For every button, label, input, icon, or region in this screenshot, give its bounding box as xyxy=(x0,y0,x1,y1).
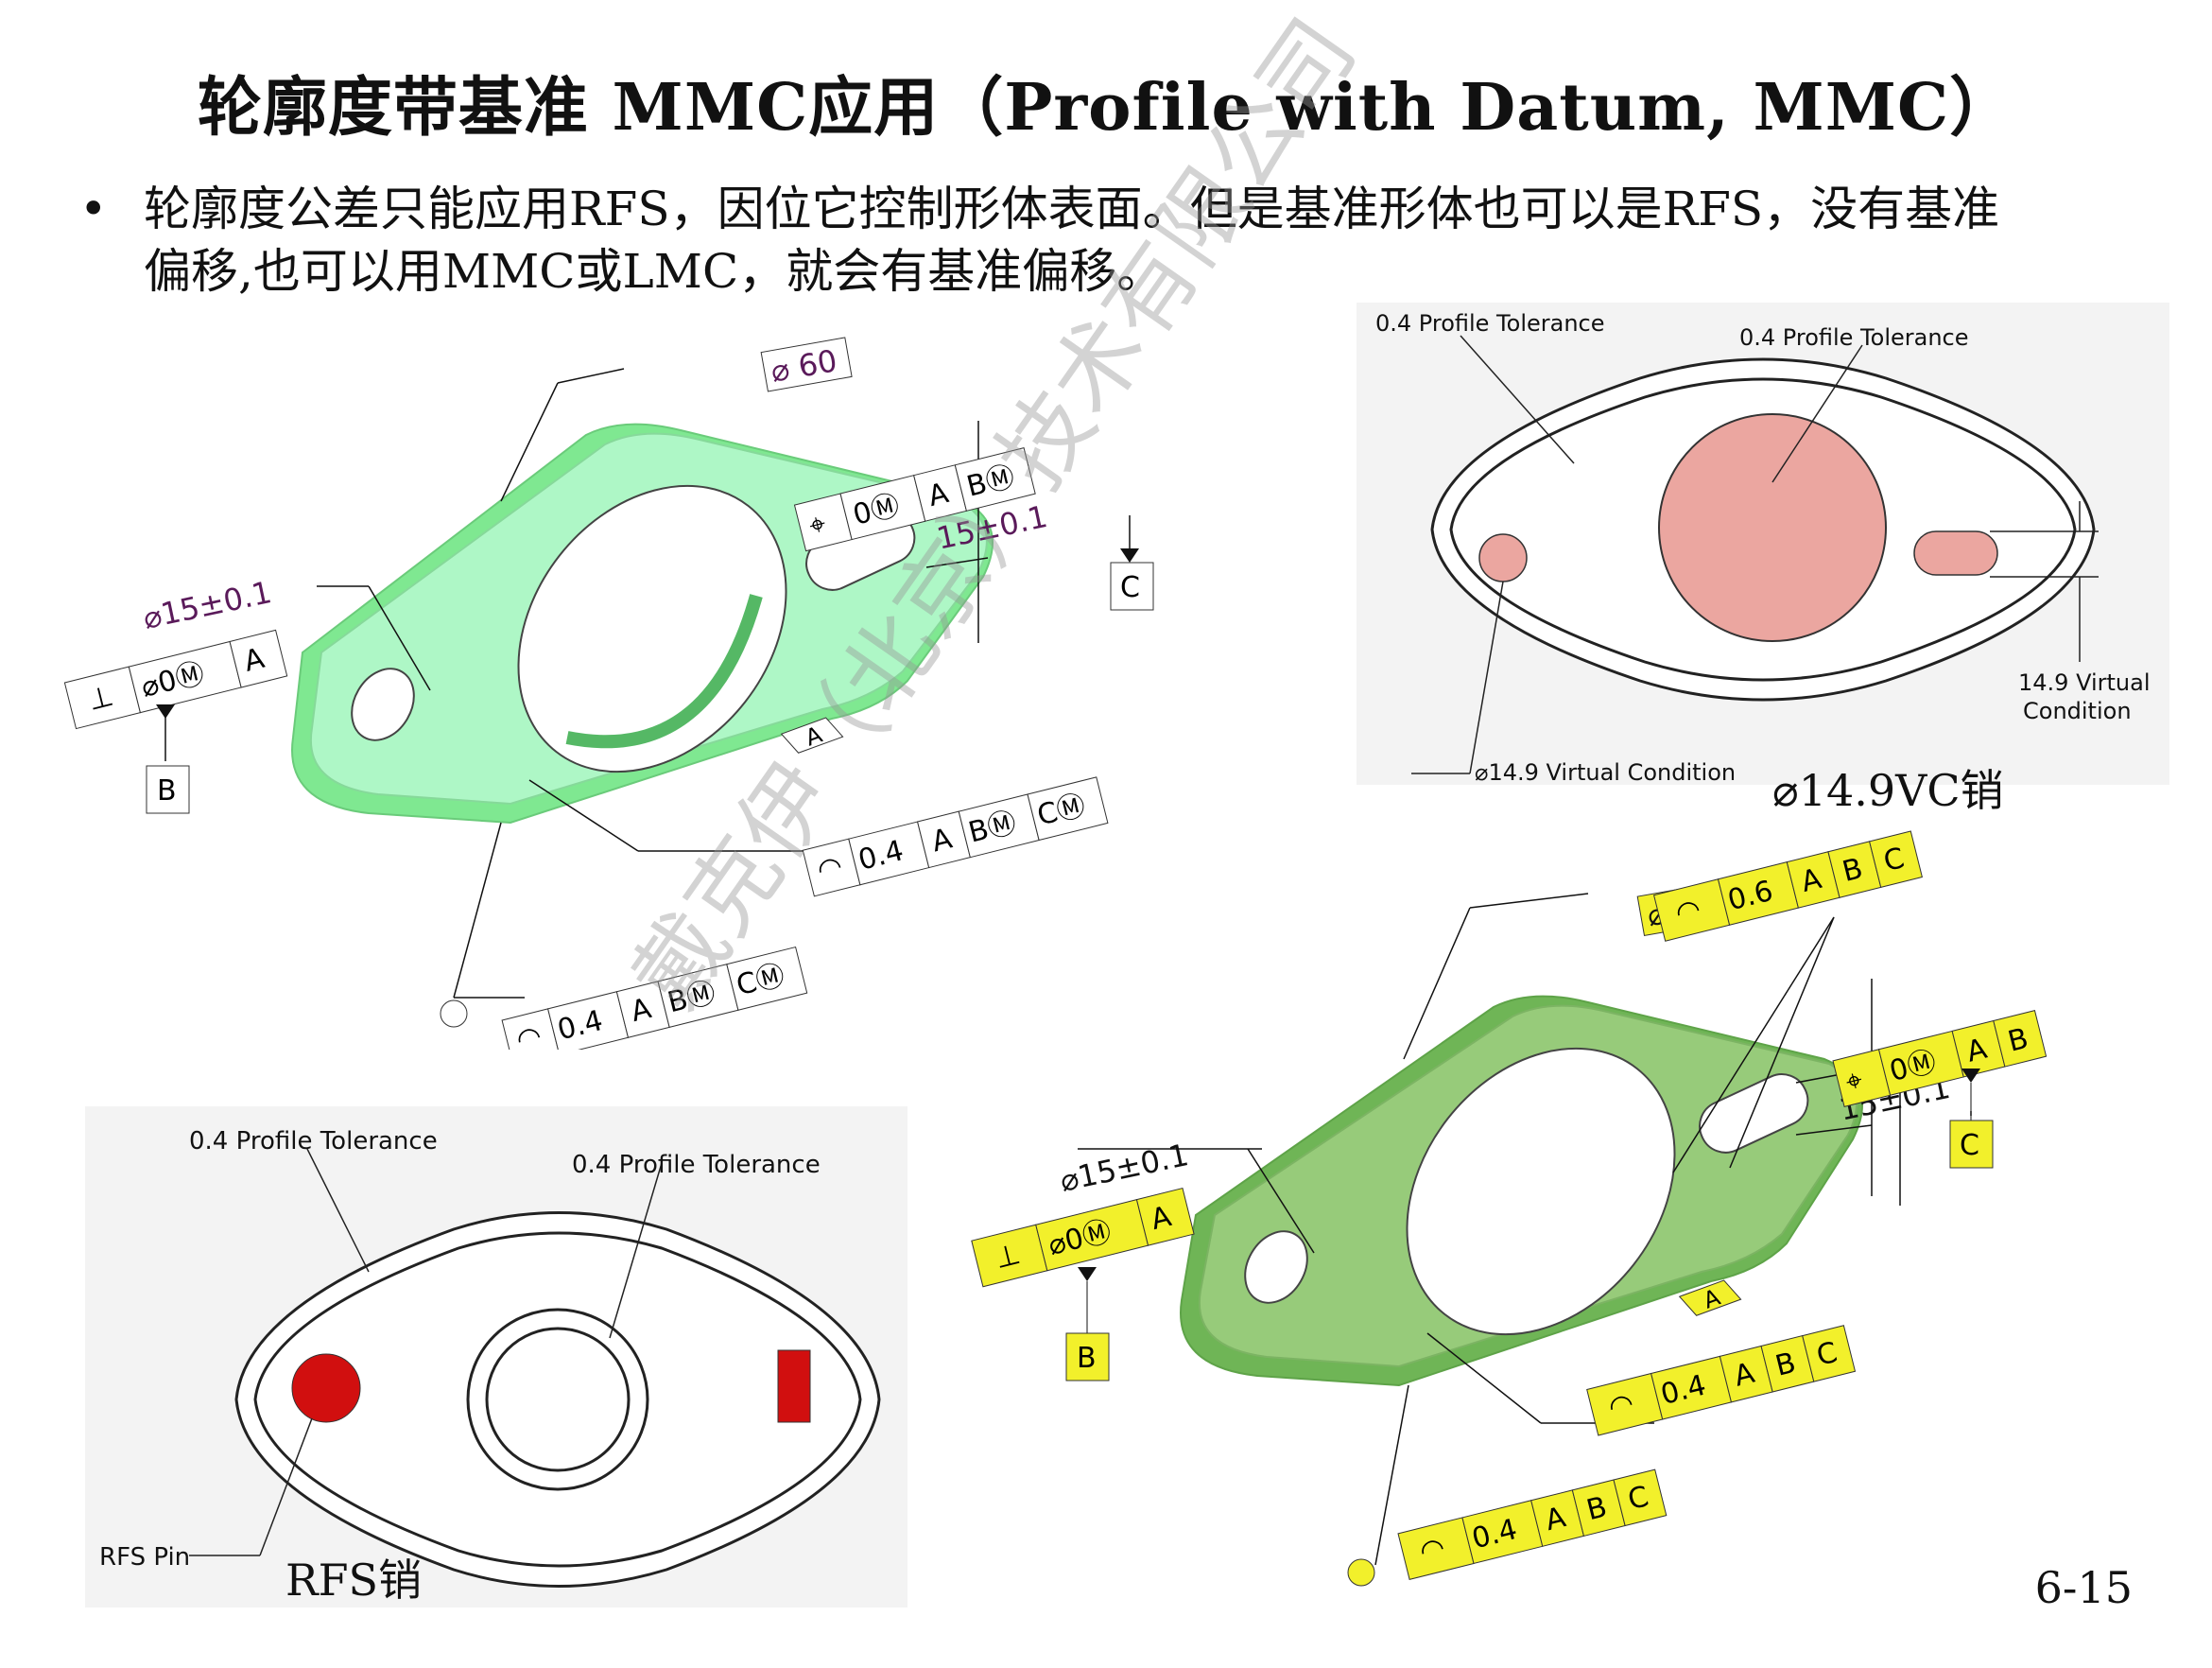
virtual-condition-left: ⌀14.9 Virtual Condition xyxy=(1475,759,1736,786)
bullet-line-1: 轮廓度公差只能应用RFS，因位它控制形体表面。但是基准形体也可以是RFS，没有基… xyxy=(144,182,2000,236)
datum-c-box: C xyxy=(1110,548,1154,611)
green-flange-part-dark xyxy=(1180,995,1863,1387)
bullet-line-2: 偏移,也可以用MMC或LMC，就会有基准偏移。 xyxy=(144,244,1165,299)
fcf-profile-lower-yellow: ◠ 0.4 A B C xyxy=(1397,1468,1668,1580)
datum-a-tag: A xyxy=(780,717,844,754)
profile-tolerance-label-right: 0.4 Profile Tolerance xyxy=(572,1151,821,1179)
rfs-pin-caption: RFS销 xyxy=(285,1555,423,1606)
fcf-profile-upper-yellow: ◠ 0.4 A B C xyxy=(1586,1325,1857,1436)
datum-b-label: B xyxy=(1077,1342,1097,1375)
virtual-condition-right-line2: Condition xyxy=(2023,698,2132,724)
virtual-condition-right-line1: 14.9 Virtual xyxy=(2018,669,2151,696)
datum-a-tag-yellow: A xyxy=(1678,1279,1742,1316)
bottom-left-diagram: 0.4 Profile Tolerance 0.4 Profile Tolera… xyxy=(85,1106,907,1607)
bottom-right-diagram: ⌀ 60 15±0.1 ⌀15±0.1 ⊥ ⌀0Ⓜ A B ◠ 0.6 A B … xyxy=(971,830,2048,1587)
fcf-hole-perpendicularity: ⊥ ⌀0Ⓜ A xyxy=(63,629,288,730)
profile-tolerance-label-left: 0.4 Profile Tolerance xyxy=(1375,310,1605,337)
fcf-profile-lower: ◠ 0.4 A BⓂ CⓂ xyxy=(501,946,808,1050)
bullet-marker: • xyxy=(79,182,108,236)
fcf-slot-position-yellow: ⌖ 0Ⓜ A B xyxy=(1832,1010,2048,1107)
datum-b-box-yellow: B xyxy=(1065,1267,1110,1381)
rfs-pin-label: RFS Pin xyxy=(99,1543,190,1572)
fcf-hole-perpendicularity-yellow: ⊥ ⌀0Ⓜ A xyxy=(971,1187,1195,1288)
page-number: 6-15 xyxy=(2034,1562,2133,1613)
fcf-slot-position: ⌖ 0Ⓜ A BⓂ xyxy=(793,447,1036,552)
datum-c-label: C xyxy=(1960,1129,1979,1162)
datum-c-label: C xyxy=(1120,571,1140,604)
datum-b-box: B xyxy=(146,704,190,814)
fcf-profile-upper: ◠ 0.4 A BⓂ CⓂ xyxy=(802,776,1109,897)
datum-c-box-yellow: C xyxy=(1949,1069,1994,1169)
top-right-diagram: 0.4 Profile Tolerance 0.4 Profile Tolera… xyxy=(1357,303,2169,786)
datum-b-label: B xyxy=(157,774,177,808)
profile-tolerance-label-left: 0.4 Profile Tolerance xyxy=(189,1127,438,1155)
top-left-diagram: ⌀ 60 15±0.1 ⌀15±0.1 ⊥ ⌀0Ⓜ A B ⌖ 0Ⓜ A BⓂ … xyxy=(63,337,1154,1050)
fcf-top-profile-yellow: ◠ 0.6 A B C xyxy=(1652,830,1923,942)
vc-pin-caption: ⌀14.9VC销 xyxy=(1772,765,2004,816)
hole-diameter-dim: ⌀15±0.1 xyxy=(1057,1137,1192,1199)
hole-diameter-dim: ⌀15±0.1 xyxy=(140,574,275,636)
page-title: 轮廓度带基准 MMC应用（Profile with Datum, MMC） xyxy=(197,70,2015,146)
profile-tolerance-label-right: 0.4 Profile Tolerance xyxy=(1739,324,1969,351)
